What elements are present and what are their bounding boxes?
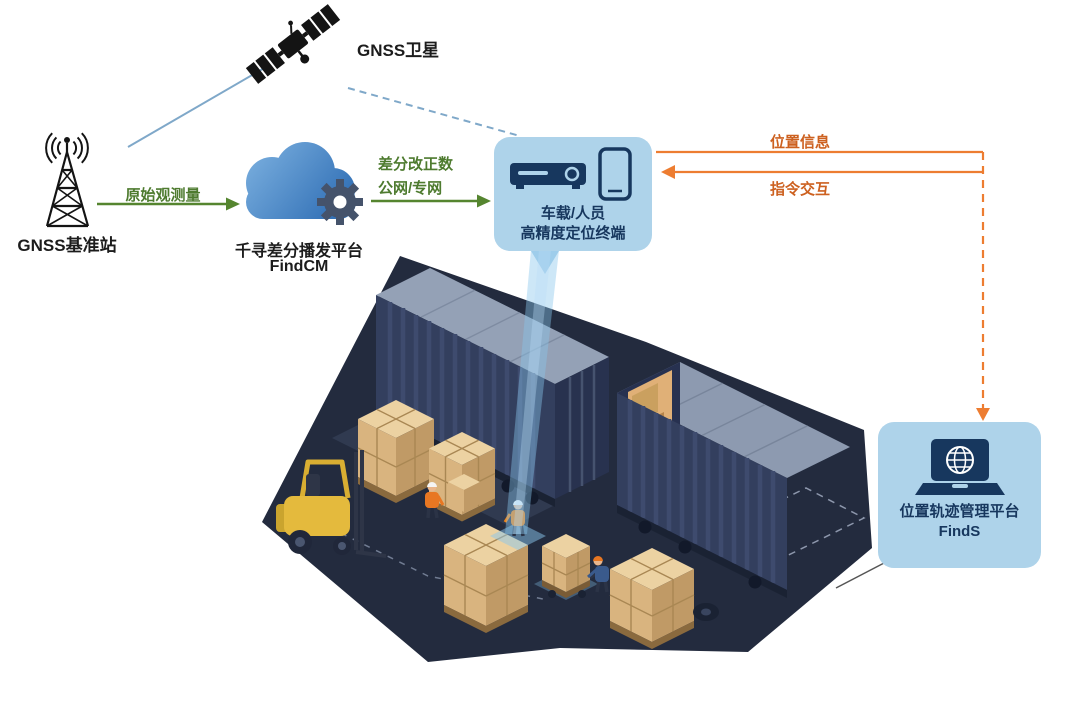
finds-callout-line xyxy=(835,561,887,589)
platform-subtitle: FindS xyxy=(938,523,981,540)
command-interaction-label: 指令交互 xyxy=(769,181,831,198)
terminal-node: 车载/人员 高精度定位终端 xyxy=(494,137,652,251)
forklift-icon xyxy=(276,450,387,558)
cable-spool xyxy=(693,603,719,621)
satellite-icon xyxy=(245,4,341,84)
laptop-globe-icon xyxy=(914,439,1005,495)
raw-observation-label: 原始观测量 xyxy=(125,187,201,204)
box-stack-left-1 xyxy=(357,400,435,503)
box-stack-right xyxy=(609,548,695,649)
raw-observation-arrow xyxy=(97,197,240,211)
smartphone-icon xyxy=(598,147,632,201)
terminal-callout-tail xyxy=(528,246,562,274)
correction-label-line1: 差分改正数 xyxy=(378,156,454,173)
vehicle-receiver-icon xyxy=(510,147,632,201)
worker-figure-3 xyxy=(587,556,609,593)
terminal-label-line1: 车载/人员 xyxy=(540,205,606,222)
small-box xyxy=(448,474,480,512)
terminal-label-line2: 高精度定位终端 xyxy=(520,225,626,242)
position-diamond-1 xyxy=(490,522,546,550)
corrections-arrow xyxy=(371,194,491,208)
container-2 xyxy=(617,362,850,598)
management-platform-node: 位置轨迹管理平台 FindS xyxy=(878,422,1041,568)
correction-label-line2: 公网/专网 xyxy=(378,180,443,197)
satellite-base-link-line xyxy=(127,66,267,148)
pallet-jack xyxy=(541,534,604,598)
worker-figure-1 xyxy=(425,482,445,519)
satellite-label: GNSS卫星 xyxy=(357,41,440,60)
base-station-icon xyxy=(45,132,90,228)
globe-icon xyxy=(945,446,974,474)
gear-icon xyxy=(317,179,363,225)
worker-figure-2 xyxy=(503,500,525,537)
floor-marking-lane xyxy=(305,515,549,601)
cloud-platform-title: 千寻差分播发平台 xyxy=(234,243,364,260)
base-station-label: GNSS基准站 xyxy=(17,236,117,255)
position-info-link xyxy=(656,150,990,421)
satellite-terminal-link-line xyxy=(347,87,521,137)
platform-title: 位置轨迹管理平台 xyxy=(899,503,1020,520)
warehouse-scene xyxy=(262,256,872,662)
command-interaction-link xyxy=(661,165,983,179)
positioning-beam xyxy=(505,250,559,534)
position-info-label: 位置信息 xyxy=(769,134,831,151)
cloud-platform-subtitle: FindCM xyxy=(269,258,329,275)
